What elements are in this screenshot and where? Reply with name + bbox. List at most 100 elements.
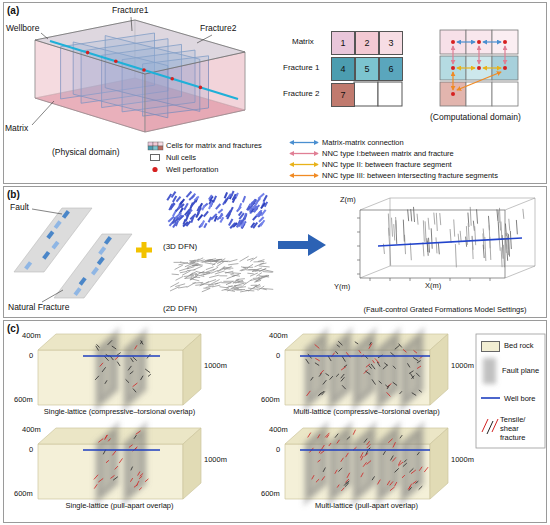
- natural-fracture: [98, 246, 106, 255]
- figure-label: Wellbore: [6, 24, 39, 34]
- dfn-fracture: [227, 214, 230, 219]
- tensile-shear-fracture: [145, 369, 150, 373]
- legend-icon: [153, 146, 158, 150]
- dfn-fracture: [237, 223, 239, 228]
- plot-axis: [357, 274, 360, 275]
- tensile-shear-fracture: [320, 451, 324, 454]
- fault-plane: [355, 334, 373, 405]
- tensile-shear-fracture: [108, 340, 112, 345]
- dfn-fracture: [243, 196, 245, 202]
- tensile-shear-fracture: [395, 482, 397, 486]
- cell-number: 5: [364, 65, 369, 74]
- tensile-shear-fracture: [117, 362, 120, 366]
- null-cell: [378, 82, 402, 106]
- fault-band: [14, 208, 92, 272]
- tensile-shear-fracture: [365, 371, 370, 375]
- dfn-trace: [202, 288, 210, 291]
- fault-plane: [307, 428, 325, 499]
- matrix-connection: [483, 41, 501, 42]
- tensile-shear-fracture: [329, 443, 331, 446]
- tensile-shear-fracture: [112, 451, 116, 456]
- figure-label: 1000m: [204, 456, 227, 465]
- dfn-fracture: [220, 213, 222, 219]
- dfn-trace: [190, 275, 198, 280]
- figure-label: Natural Fracture: [8, 303, 69, 313]
- fracture-stick: [516, 220, 517, 234]
- figure-label: 1000m: [204, 362, 227, 371]
- dfn-fracture: [241, 218, 245, 224]
- dfn-trace: [212, 285, 220, 287]
- legend-text: Well bore: [504, 394, 536, 403]
- connection-grid: [440, 30, 518, 106]
- legend-text: Bed rock: [504, 341, 534, 350]
- cell-dot: [477, 66, 481, 70]
- tensile-shear-fracture: [341, 488, 344, 491]
- plot-edge: [390, 266, 535, 267]
- tensile-shear-fracture: [311, 377, 314, 380]
- dfn-trace: [194, 266, 203, 270]
- fracture-stick: [454, 219, 455, 236]
- plot-axis: [360, 210, 361, 278]
- dfn-fracture: [175, 213, 181, 218]
- nnc-type-2: [483, 67, 501, 68]
- tensile-shear-fracture: [419, 390, 422, 392]
- tensile-shear-fracture: [375, 358, 379, 363]
- fracture-stick: [390, 243, 391, 266]
- legend-icon: [152, 167, 157, 172]
- tensile-shear-fracture: [102, 367, 106, 372]
- dfn-trace: [250, 273, 258, 276]
- dfn-fracture: [263, 195, 266, 202]
- plot-axis: [360, 210, 505, 211]
- dfn-trace: [185, 273, 193, 279]
- block-wellbore: [83, 449, 160, 451]
- tensile-shear-fracture: [100, 363, 103, 367]
- tensile-shear-fracture: [353, 430, 355, 435]
- tensile-shear-fracture: [408, 486, 410, 490]
- legend-text: NNC type III: between intersecting fract…: [322, 171, 498, 180]
- tensile-shear-fracture: [130, 478, 132, 482]
- tensile-shear-fracture: [361, 456, 363, 460]
- dfn-fracture: [204, 211, 208, 216]
- tensile-shear-fracture: [341, 367, 346, 370]
- fracture-stick: [408, 209, 409, 221]
- tensile-shear-fracture: [131, 467, 133, 471]
- plot-axis: [505, 210, 506, 278]
- panel-frame: (b): [3, 186, 547, 318]
- legend-text: Fault plane: [502, 366, 539, 375]
- dfn-trace: [219, 275, 227, 276]
- dfn-trace: [247, 273, 253, 275]
- dfn-trace: [240, 268, 246, 270]
- legend-icon: [290, 175, 318, 176]
- tensile-shear-fracture: [133, 357, 137, 361]
- dfn-trace: [215, 271, 225, 274]
- fracture-stick: [436, 213, 437, 231]
- figure-label: Fracture2: [200, 24, 236, 34]
- fracture-stick: [501, 221, 502, 239]
- figure-label: 0: [276, 352, 280, 361]
- panel-tag: (b): [7, 189, 20, 201]
- tensile-shear-fracture: [335, 470, 337, 474]
- tensile-shear-fracture: [337, 485, 339, 488]
- dfn-fracture: [189, 195, 194, 200]
- legend-text: Tensile/ shear fracture: [500, 415, 544, 442]
- fault-plane: [331, 334, 349, 405]
- leader-line: [197, 35, 212, 43]
- legend-text: NNC type II: between fracture segment: [322, 160, 452, 169]
- tensile-shear-fracture: [403, 349, 406, 352]
- tensile-shear-fracture: [133, 389, 136, 393]
- legend-icon: [290, 142, 318, 143]
- fracture-stick: [389, 228, 390, 244]
- plot-axis: [357, 246, 360, 247]
- figure-label: 400m: [22, 332, 41, 341]
- dfn-fracture: [204, 223, 206, 227]
- figure-label: 600m: [261, 396, 280, 405]
- well-perforation: [199, 86, 203, 90]
- dfn-trace: [212, 267, 218, 271]
- leader-line: [41, 33, 48, 39]
- figure-label: (2D DFN): [163, 304, 197, 313]
- fracture-stick: [428, 218, 429, 230]
- tensile-shear-fracture: [403, 463, 407, 467]
- tensile-shear-fracture: [393, 366, 396, 369]
- legend-icon: [148, 146, 153, 150]
- dfn-trace: [258, 260, 265, 262]
